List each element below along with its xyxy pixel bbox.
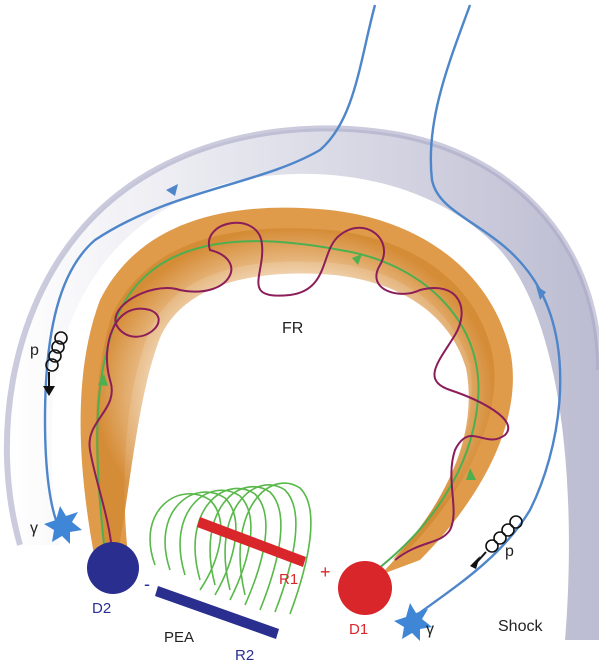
proton-gyration-right: p (470, 516, 522, 569)
flux-rope-label: FR (282, 320, 303, 337)
d1-label: D1 (349, 621, 368, 638)
d2-label: D2 (92, 600, 111, 617)
gamma-burst-right: γ (394, 603, 434, 641)
flux-rope: FR (81, 208, 513, 575)
r1-label: R1 (279, 571, 298, 588)
shock-label: Shock (498, 618, 543, 635)
ribbon-r2: R2 (155, 586, 279, 664)
footpoint-d1: D1 + (320, 561, 392, 638)
proton-right-label: p (505, 543, 514, 560)
gamma-right-label: γ (426, 621, 434, 638)
proton-left-label: p (30, 342, 39, 359)
gamma-left-label: γ (30, 520, 38, 537)
minus-sign: - (144, 574, 150, 594)
pea-label: PEA (164, 629, 194, 646)
plus-sign: + (320, 562, 331, 582)
footpoint-d2: D2 - (87, 542, 150, 617)
r2-label: R2 (235, 647, 254, 664)
